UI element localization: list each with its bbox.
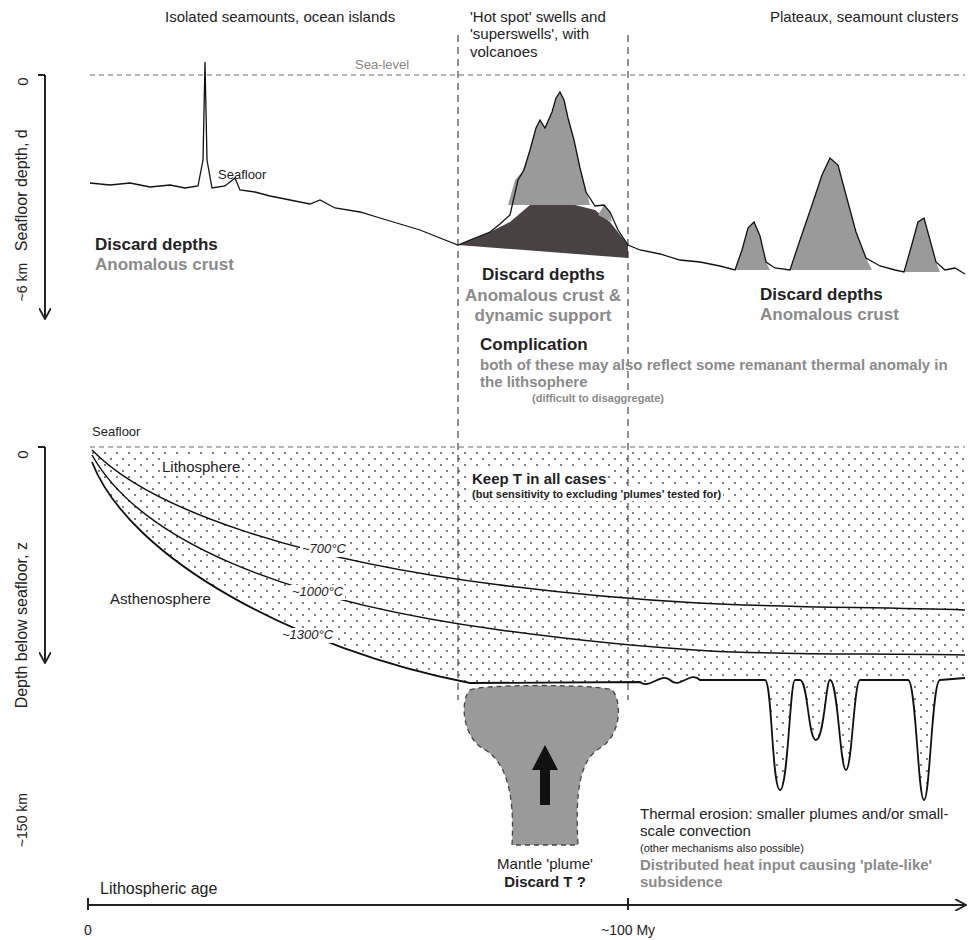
axis-title: Seafloor depth, d — [13, 129, 31, 251]
annotation: Complication — [480, 335, 588, 355]
annotation: Anomalous crust — [760, 305, 899, 325]
axis-tick: 0 — [84, 922, 92, 938]
axis-tick: 0 — [13, 451, 30, 459]
annotation: Discard depths — [760, 285, 883, 305]
axis-title: Lithospheric age — [100, 880, 217, 898]
annotation: Keep T in all cases — [470, 470, 608, 487]
annotation: Distributed heat input causing 'plate-li… — [640, 856, 960, 891]
annotation: (but sensitivity to excluding 'plumes' t… — [470, 488, 723, 501]
axis-tick: ~100 My — [601, 922, 655, 938]
isotherm-label: ~1300°C — [280, 628, 335, 643]
feature-label: 'Hot spot' swells and 'superswells', wit… — [470, 8, 620, 60]
axis-tick: ~150 km — [14, 793, 30, 847]
region-label: Lithosphere — [160, 458, 242, 475]
axis-title: Depth below seafloor, z — [13, 542, 31, 708]
axis-tick: 0 — [13, 78, 30, 86]
annotation: (other mechanisms also possible) — [640, 842, 804, 855]
feature-label: Isolated seamounts, ocean islands — [165, 8, 395, 25]
feature-label: Mantle 'plume' — [497, 855, 593, 872]
line-label: Seafloor — [218, 168, 266, 183]
feature-label: Plateaux, seamount clusters — [770, 8, 958, 25]
isotherm-label: ~700°C — [300, 542, 348, 557]
annotation: Discard depths — [482, 265, 605, 285]
annotation: Anomalous crust & dynamic support — [438, 286, 648, 325]
annotation: Thermal erosion: smaller plumes and/or s… — [638, 805, 972, 840]
annotation: both of these may also reflect some rema… — [480, 356, 950, 391]
region-label: Asthenosphere — [110, 590, 211, 607]
line-label: Sea-level — [355, 58, 409, 73]
line-label: Seafloor — [92, 425, 140, 440]
annotation: Discard T ? — [504, 873, 586, 890]
annotation: Anomalous crust — [95, 255, 234, 275]
annotation: (difficult to disaggregate) — [530, 392, 666, 405]
axis-tick: ~6 km — [14, 263, 30, 302]
annotation: Discard depths — [95, 235, 218, 255]
isotherm-label: ~1000°C — [290, 585, 345, 600]
